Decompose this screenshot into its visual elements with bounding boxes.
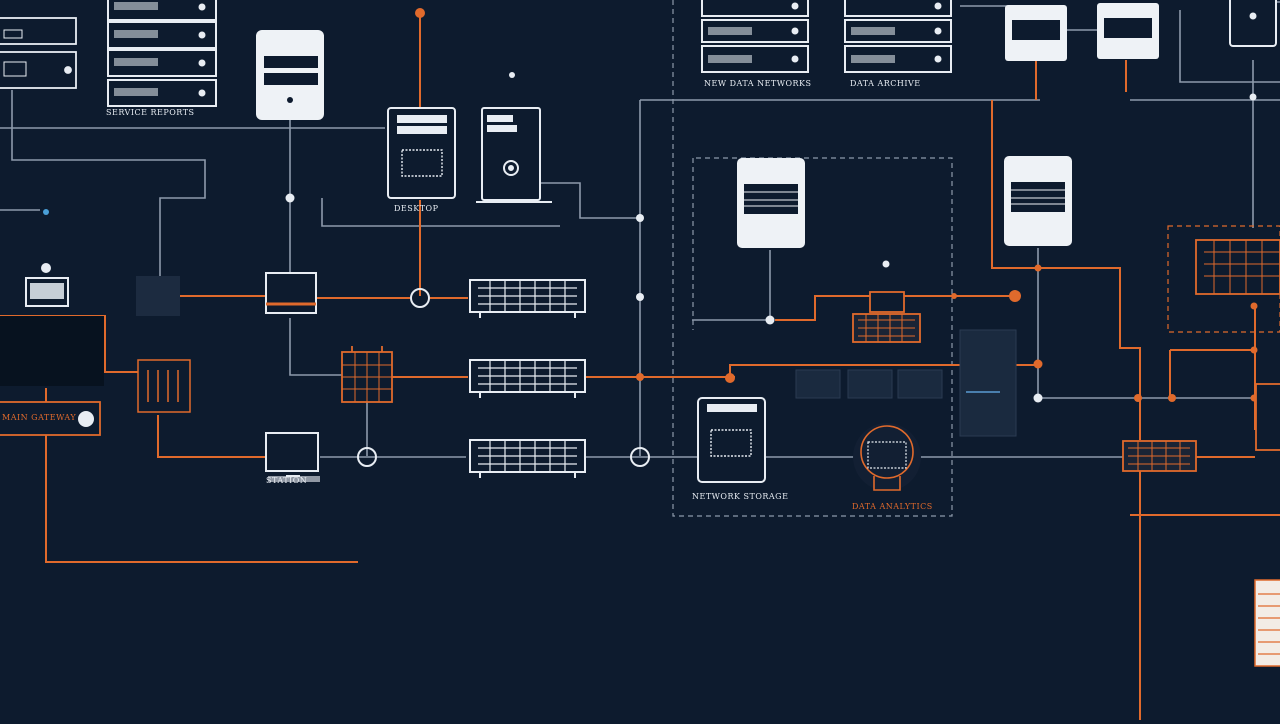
connector-lines-orange — [0, 14, 1280, 720]
document-pad-icon — [1254, 579, 1280, 667]
patch-unit-left — [0, 276, 180, 386]
faint-background-panels — [795, 329, 1017, 437]
label-main-gateway: MAIN GATEWAY — [2, 413, 77, 422]
label-data-analytics: DATA ANALYTICS — [852, 502, 933, 511]
orange-rack-right — [1122, 239, 1280, 472]
tower-servers-cluster — [737, 156, 1072, 248]
label-new-data-networks: NEW DATA NETWORKS — [704, 79, 812, 88]
dashed-frames — [672, 0, 1280, 517]
label-desktop: DESKTOP — [394, 204, 439, 213]
desktop-tower-center — [387, 107, 456, 199]
monitor-box — [476, 107, 552, 203]
rack-server-top-mid — [701, 0, 952, 73]
monitor-workstation — [265, 432, 320, 482]
label-network-storage: NETWORK STORAGE — [692, 492, 789, 501]
connection-nodes — [41, 8, 1258, 467]
label-service-reports: SERVICE REPORTS — [106, 108, 195, 117]
orange-processor-unit — [852, 291, 921, 343]
label-data-archive: DATA ARCHIVE — [850, 79, 921, 88]
rack-server-service — [107, 0, 217, 107]
tower-server-top — [256, 30, 324, 120]
label-station: STATION — [266, 476, 308, 485]
rack-server-orange — [341, 346, 393, 403]
patch-panels — [469, 279, 586, 478]
analytics-bulb-icon — [853, 423, 921, 491]
gateway-panel — [0, 401, 101, 436]
storage-units-top-right — [1005, 0, 1277, 61]
left-top-rack — [0, 17, 77, 89]
switch-box-left — [137, 272, 317, 413]
storage-device-bottom — [697, 397, 766, 483]
